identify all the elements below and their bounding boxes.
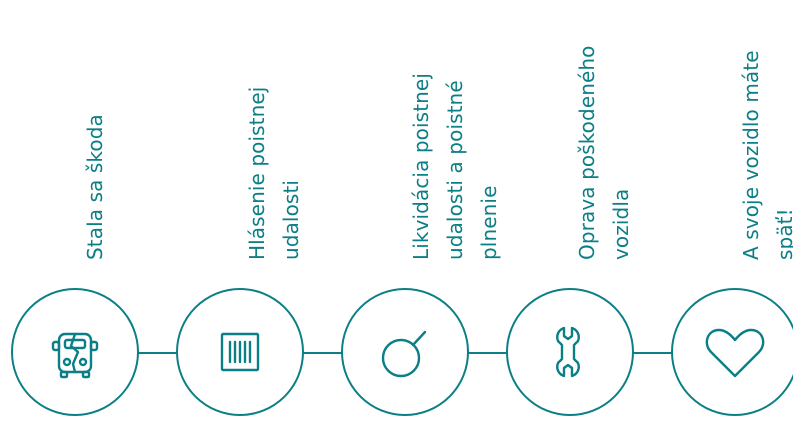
step-5: A svoje vozidlo máte späť!	[734, 0, 793, 260]
connector-line	[633, 352, 672, 354]
connector-line	[468, 352, 507, 354]
step-circle	[176, 288, 304, 416]
connector-line	[138, 352, 177, 354]
step-label: Likvidácia poistnej udalosti a poistné p…	[409, 73, 501, 260]
step-label: Hlásenie poistnej udalosti	[245, 86, 303, 260]
step-circle	[506, 288, 634, 416]
step-3: Likvidácia poistnej udalosti a poistné p…	[404, 0, 506, 260]
step-1: Stala sa škoda	[78, 0, 118, 260]
step-circle	[671, 288, 793, 416]
heart-icon	[705, 328, 765, 378]
step-4: Oprava poškodeného vozidla	[570, 0, 640, 260]
step-label: Stala sa škoda	[83, 114, 107, 260]
damaged-car-icon	[51, 332, 99, 379]
step-circle	[11, 288, 139, 416]
step-label: Oprava poškodeného vozidla	[575, 45, 633, 260]
step-2: Hlásenie poistnej udalosti	[240, 0, 310, 260]
magnifier-icon	[381, 330, 427, 378]
connector-line	[303, 352, 342, 354]
step-circle	[341, 288, 469, 416]
wrench-icon	[556, 326, 580, 378]
step-label: A svoje vozidlo máte späť!	[739, 50, 793, 260]
claim-form-icon	[220, 332, 260, 372]
